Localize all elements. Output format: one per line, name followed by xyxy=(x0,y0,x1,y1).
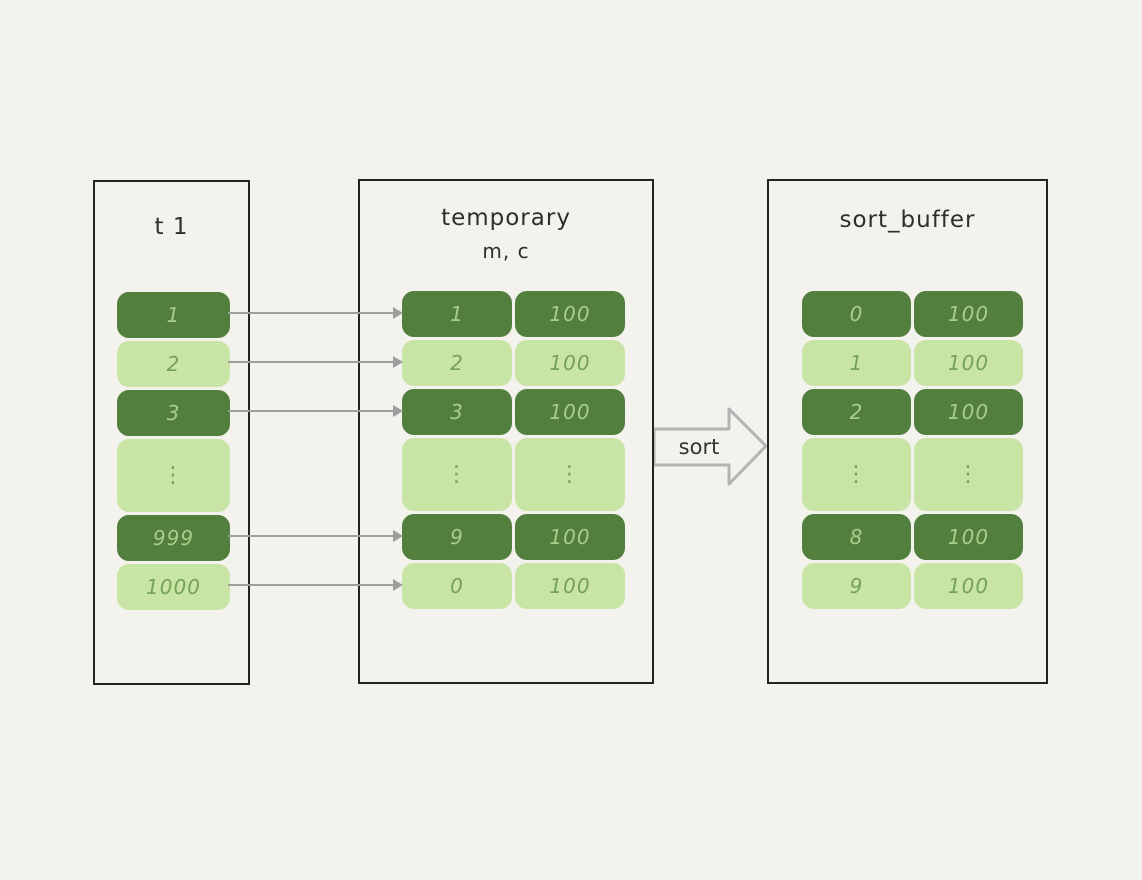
temporary-table-title-text: temporary xyxy=(441,205,571,231)
arrowhead-icon xyxy=(393,405,403,417)
table-cell: 100 xyxy=(914,340,1023,386)
table-cell: 100 xyxy=(914,291,1023,337)
table-cell: 100 xyxy=(914,514,1023,560)
table-cell: 999 xyxy=(117,515,230,561)
table-row: 9 100 xyxy=(402,514,625,560)
row-arrow xyxy=(228,307,403,319)
sort-arrow: sort xyxy=(652,407,768,486)
temporary-table-columns-label: m, c xyxy=(482,238,530,263)
table-cell: 1 xyxy=(402,291,512,337)
ellipsis-cell: ⋮ xyxy=(402,438,512,511)
table-cell: 9 xyxy=(402,514,512,560)
table-row-ellipsis: ⋮ ⋮ xyxy=(402,438,625,511)
table-row: 8 100 xyxy=(802,514,1023,560)
table-row: 9 100 xyxy=(802,563,1023,609)
table-row: 3 xyxy=(117,390,230,436)
table-row-ellipsis: ⋮ ⋮ xyxy=(802,438,1023,511)
table-row: 3 100 xyxy=(402,389,625,435)
table-cell: 1 xyxy=(802,340,911,386)
sort-arrow-label: sort xyxy=(679,435,720,459)
source-table-box: t 1 1 2 3 ⋮ 999 1000 xyxy=(93,180,250,685)
table-row: 2 xyxy=(117,341,230,387)
temporary-table-box: temporary m, c 1 100 2 100 3 100 ⋮ ⋮ 9 1… xyxy=(358,179,654,684)
table-cell: 1000 xyxy=(117,564,230,610)
table-row: 2 100 xyxy=(802,389,1023,435)
arrowhead-icon xyxy=(393,530,403,542)
table-cell: 100 xyxy=(914,389,1023,435)
table-cell: 100 xyxy=(515,340,625,386)
ellipsis-cell: ⋮ xyxy=(515,438,625,511)
table-cell: 2 xyxy=(117,341,230,387)
ellipsis-cell: ⋮ xyxy=(117,439,230,512)
table-row: 0 100 xyxy=(802,291,1023,337)
table-cell: 0 xyxy=(402,563,512,609)
ellipsis-cell: ⋮ xyxy=(802,438,911,511)
row-arrow xyxy=(228,405,403,417)
table-cell: 2 xyxy=(802,389,911,435)
temporary-table-title: temporary m, c xyxy=(360,201,652,266)
table-cell: 8 xyxy=(802,514,911,560)
table-row: 2 100 xyxy=(402,340,625,386)
table-row: 0 100 xyxy=(402,563,625,609)
table-cell: 100 xyxy=(515,389,625,435)
table-cell: 0 xyxy=(802,291,911,337)
table-row: 1 100 xyxy=(802,340,1023,386)
sort-buffer-title: sort_buffer xyxy=(839,207,976,233)
table-cell: 3 xyxy=(117,390,230,436)
table-cell: 100 xyxy=(515,514,625,560)
source-table-title: t 1 xyxy=(154,214,189,240)
table-cell: 9 xyxy=(802,563,911,609)
table-row-ellipsis: ⋮ xyxy=(117,439,230,512)
arrowhead-icon xyxy=(393,579,403,591)
sort-arrow-shape xyxy=(652,407,768,486)
table-row: 1000 xyxy=(117,564,230,610)
table-cell: 100 xyxy=(515,563,625,609)
sort-buffer-box: sort_buffer 0 100 1 100 2 100 ⋮ ⋮ 8 100 … xyxy=(767,179,1048,684)
table-cell: 3 xyxy=(402,389,512,435)
row-arrow xyxy=(228,530,403,542)
row-arrow xyxy=(228,356,403,368)
arrowhead-icon xyxy=(393,307,403,319)
table-cell: 2 xyxy=(402,340,512,386)
table-cell: 1 xyxy=(117,292,230,338)
table-row: 1 xyxy=(117,292,230,338)
table-row: 1 100 xyxy=(402,291,625,337)
table-cell: 100 xyxy=(914,563,1023,609)
table-cell: 100 xyxy=(515,291,625,337)
ellipsis-cell: ⋮ xyxy=(914,438,1023,511)
arrowhead-icon xyxy=(393,356,403,368)
row-arrow xyxy=(228,579,403,591)
table-row: 999 xyxy=(117,515,230,561)
